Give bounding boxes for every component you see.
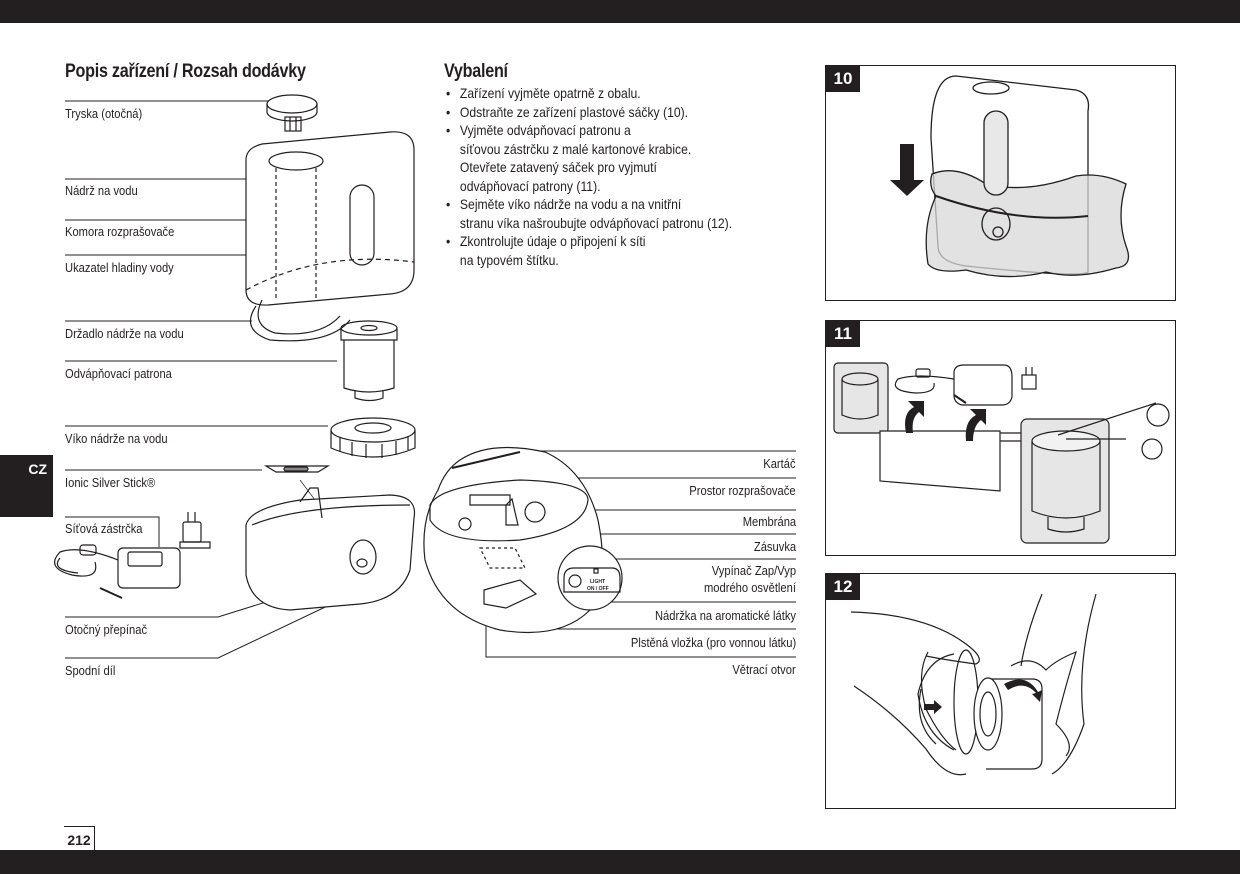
tank-lid-drawing (330, 417, 416, 458)
label-water-tank: Nádrž na vodu (65, 183, 138, 198)
figure-10: 10 (825, 65, 1176, 301)
assembly-illustration (850, 593, 1097, 776)
figure-number: 11 (826, 321, 860, 347)
label-brush: Kartáč (763, 456, 796, 471)
figure-12: 12 (825, 573, 1176, 809)
bullet-item: Zkontrolujte údaje o připojení k sítina … (446, 232, 732, 269)
label-power-adapter: Síťová zástrčka (65, 521, 143, 536)
figure-11: 11 (825, 320, 1176, 556)
power-adapter-drawing (54, 512, 211, 599)
label-nozzle: Tryska (otočná) (65, 106, 143, 121)
description-title: Popis zařízení / Rozsah dodávky (65, 61, 306, 82)
humidifier-bag-illustration (890, 75, 1130, 278)
unpacking-list: Zařízení vyjměte opatrně z obalu. Odstra… (446, 84, 775, 269)
label-light-switch-2: modrého osvětlení (704, 580, 796, 595)
unboxing-illustration (833, 362, 1170, 544)
right-arrow-icon (924, 700, 942, 714)
nozzle-drawing (266, 94, 318, 132)
bullet-item: Sejměte víko nádrže na vodu a na vnitřní… (446, 195, 732, 232)
rotate-arrow-icon (1004, 679, 1042, 702)
switch-light-label: LIGHT (590, 579, 605, 585)
top-bar (0, 0, 1240, 23)
water-tank-drawing (245, 131, 415, 342)
cartridge-drawing (340, 320, 398, 402)
leader-lines-left (65, 100, 366, 659)
label-nebulizer-area: Prostor rozprašovače (689, 483, 796, 498)
label-felt-pad: Plstěná vložka (pro vonnou látku) (630, 635, 796, 650)
label-nebulizer-chamber: Komora rozprašovače (65, 224, 175, 239)
down-arrow-icon (890, 144, 924, 196)
figure-number: 10 (826, 66, 860, 92)
label-vent: Větrací otvor (732, 662, 796, 677)
label-water-level-indicator: Ukazatel hladiny vody (65, 260, 174, 275)
switch-onoff-label: ON / OFF (587, 586, 609, 592)
label-ionic-silver-stick: Ionic Silver Stick® (65, 475, 156, 490)
label-light-switch-1: Vypínač Zap/Vyp (711, 563, 796, 578)
label-socket: Zásuvka (753, 539, 796, 554)
page-number: 212 (64, 826, 95, 851)
base-drawing (245, 487, 416, 611)
bullet-item: Odstraňte ze zařízení plastové sáčky (10… (446, 103, 732, 122)
figure-number: 12 (826, 574, 860, 600)
language-tab-label: CZ (28, 461, 47, 477)
label-base: Spodní díl (65, 663, 116, 678)
up-arrow-icon (965, 409, 986, 441)
language-tab: CZ (0, 455, 53, 517)
label-rotary-switch: Otočný přepínač (65, 622, 148, 637)
label-membrane: Membrána (742, 514, 796, 529)
label-tank-handle: Držadlo nádrže na vodu (65, 326, 184, 341)
label-descaling-cartridge: Odvápňovací patrona (65, 366, 172, 381)
magnified-detail-drawing (423, 446, 604, 634)
bullet-item: Zařízení vyjměte opatrně z obalu. (446, 84, 732, 103)
up-arrow-icon (905, 401, 924, 433)
bottom-bar (0, 850, 1240, 874)
label-aroma-tray: Nádržka na aromatické látky (654, 608, 796, 623)
unpacking-title: Vybalení (444, 61, 508, 82)
switch-panel-drawing (557, 545, 623, 611)
label-tank-lid: Víko nádrže na vodu (65, 431, 168, 446)
